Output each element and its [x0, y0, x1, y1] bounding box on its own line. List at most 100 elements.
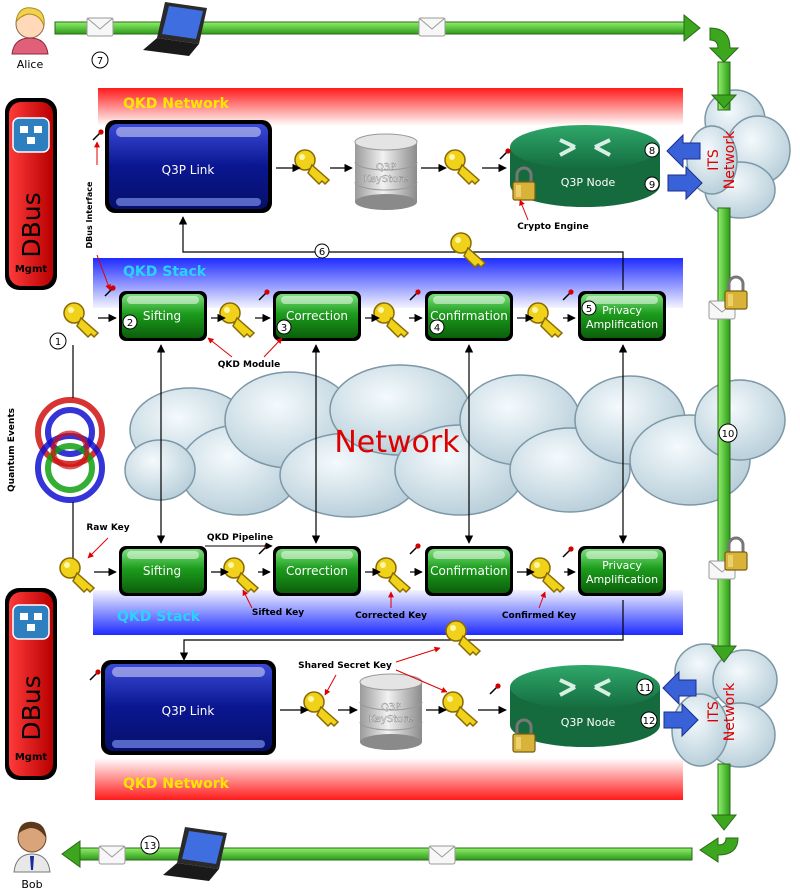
top-keystore-label-1: Q3P: [376, 162, 396, 173]
its-exchange-arrow-icon: [667, 165, 703, 201]
step-8: 8: [649, 146, 655, 157]
plug-icon: [258, 542, 271, 555]
step-badge-2: [122, 314, 138, 330]
top-module-correction: Correction: [273, 291, 361, 341]
bottom-module-correction: Correction: [273, 546, 361, 596]
plug-icon: [89, 668, 102, 681]
step-13: 13: [144, 841, 157, 852]
bottom-q3p-link: Q3P Link: [101, 660, 276, 755]
bottom-privacy-label-1: Privacy: [602, 559, 642, 572]
bottom-sifting-label: Sifting: [143, 564, 181, 578]
dbus-bottom-title: DBus: [17, 675, 46, 740]
top-keystore: Q3P KeyStore: [354, 133, 418, 210]
plug-icon: [562, 545, 575, 558]
step-3: 3: [281, 323, 287, 334]
bottom-correction-label: Correction: [286, 564, 348, 578]
sifted-key-label: Sifted Key: [252, 608, 304, 618]
dbus-bottom-subtitle: Mgmt: [15, 752, 48, 763]
padlock-icon: [723, 536, 749, 572]
bottom-q3p-node: Q3P Node: [510, 665, 660, 754]
top-correction-label: Correction: [286, 309, 348, 323]
step-6: 6: [319, 247, 325, 258]
step-badge-10: [718, 423, 738, 443]
envelope-icon: [86, 17, 114, 37]
step-2: 2: [127, 318, 133, 329]
step-badge-1: [49, 332, 67, 350]
top-qkd-stack-label: QKD Stack: [123, 264, 207, 280]
alice-label: Alice: [17, 58, 44, 71]
bottom-module-sifting: Sifting: [119, 546, 207, 596]
raw-key-label: Raw Key: [86, 523, 129, 533]
dbus-panel-top: DBus Mgmt: [5, 98, 57, 290]
qkd-module-label: QKD Module: [218, 360, 280, 370]
top-q3p-node: Q3P Node: [510, 125, 660, 207]
key-icon: [63, 302, 99, 338]
bottom-privacy-label-2: Amplification: [586, 573, 658, 586]
dbus-top-title: DBus: [17, 192, 46, 257]
dbus-interface-label: DBus Interface: [85, 181, 94, 248]
green-pipe-top: [54, 13, 740, 63]
key-icon: [375, 557, 411, 593]
bottom-module-confirmation: Confirmation: [425, 546, 513, 596]
key-icon: [442, 691, 478, 727]
key-icon: [59, 557, 95, 593]
bottom-qkd-stack-label: QKD Stack: [117, 609, 201, 625]
network-cloud-label: Network: [334, 425, 460, 460]
top-q3p-link: Q3P Link: [105, 120, 272, 213]
its-network-top-label-2: Network: [722, 130, 738, 189]
confirmed-key-label: Confirmed Key: [502, 611, 576, 621]
plug-icon: [499, 147, 512, 160]
key-icon: [529, 557, 565, 593]
plug-icon: [409, 542, 422, 555]
bob-avatar: [13, 821, 51, 873]
step-badge-12: [640, 711, 658, 729]
bottom-module-privacy-amplification: Privacy Amplification: [578, 546, 666, 596]
step-4: 4: [434, 323, 440, 334]
envelope-icon: [428, 845, 456, 865]
step-7: 7: [97, 56, 103, 67]
network-cloud: Network: [124, 364, 786, 518]
shared-secret-key-label: Shared Secret Key: [298, 661, 392, 671]
top-module-confirmation: Confirmation: [425, 291, 513, 341]
plug-icon: [489, 682, 502, 695]
qkd-pipeline-label: QKD Pipeline: [207, 533, 273, 543]
its-exchange-arrow-icon: [662, 670, 697, 706]
top-qkd-network-label: QKD Network: [123, 96, 230, 112]
bottom-keystore-label-1: Q3P: [381, 702, 401, 713]
its-exchange-arrow-icon: [666, 133, 701, 169]
its-network-cloud-top: ITS Network: [686, 89, 791, 219]
alice-avatar: [11, 7, 49, 55]
plug-icon: [92, 128, 105, 141]
dbus-logo-icon: [12, 117, 50, 153]
dbus-top-subtitle: Mgmt: [15, 264, 48, 275]
envelope-icon: [98, 845, 126, 865]
its-network-bottom-label-2: Network: [722, 682, 738, 741]
padlock-icon: [723, 275, 749, 311]
top-qkd-network-band: [98, 88, 683, 126]
step-10: 10: [722, 429, 735, 440]
step-badge-13: [140, 835, 160, 855]
bottom-qkd-network-label: QKD Network: [123, 776, 230, 792]
corrected-key-label: Corrected Key: [355, 611, 427, 621]
step-badge-11: [636, 678, 654, 696]
step-12: 12: [643, 716, 656, 727]
quantum-events-rings: [35, 397, 105, 503]
bottom-keystore: Q3P KeyStore: [359, 673, 423, 750]
top-module-sifting: Sifting: [119, 291, 207, 341]
key-icon: [373, 302, 409, 338]
top-module-privacy-amplification: Privacy Amplification: [578, 291, 666, 341]
dbus-panel-bottom: DBus Mgmt: [5, 588, 57, 780]
bob-label: Bob: [21, 878, 42, 891]
quantum-events-label: Quantum Events: [7, 408, 17, 492]
top-q3p-node-label: Q3P Node: [561, 176, 616, 189]
green-pipe-bottom: [61, 837, 739, 868]
key-icon: [294, 149, 330, 185]
top-privacy-label-1: Privacy: [602, 304, 642, 317]
key-icon: [219, 302, 255, 338]
top-privacy-label-2: Amplification: [586, 318, 658, 331]
envelope-icon: [418, 17, 446, 37]
its-network-top-label-1: ITS: [706, 149, 722, 171]
step-badge-6: [314, 243, 330, 259]
bottom-qkd-stack-band: [93, 590, 683, 635]
